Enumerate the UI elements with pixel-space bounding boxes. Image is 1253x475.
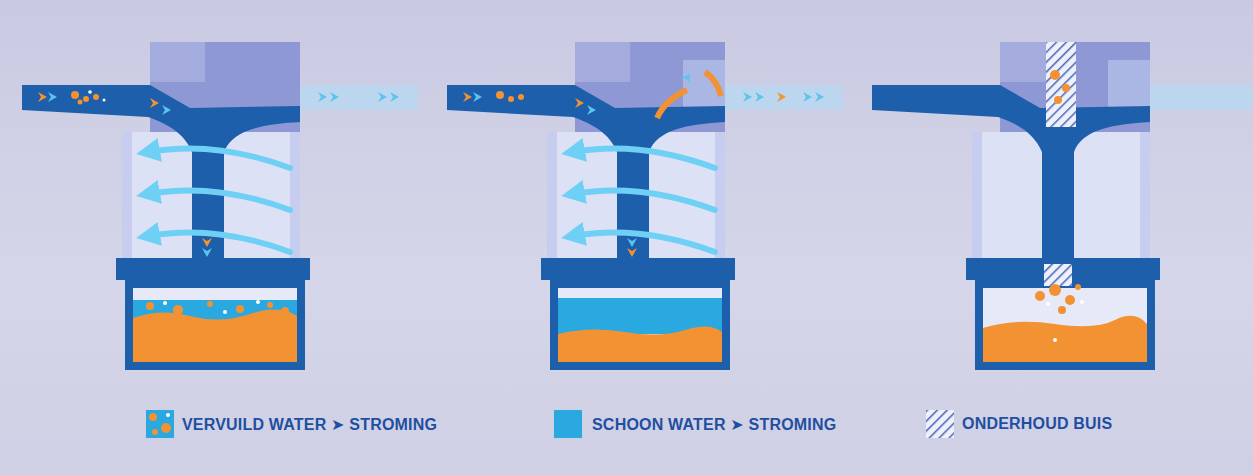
legend-label: SCHOON WATER ➤ STROMING — [592, 415, 836, 434]
panel-clean — [447, 42, 843, 370]
panel-polluted — [22, 42, 418, 370]
legend-swatch-polluted — [146, 410, 174, 438]
legend-label: ONDERHOUD BUIS — [962, 415, 1112, 433]
legend-swatch-maintenance — [926, 410, 954, 438]
panel-maintenance — [872, 42, 1253, 370]
legend-swatch — [554, 410, 582, 438]
legend-label: VERVUILD WATER ➤ STROMING — [182, 415, 437, 434]
